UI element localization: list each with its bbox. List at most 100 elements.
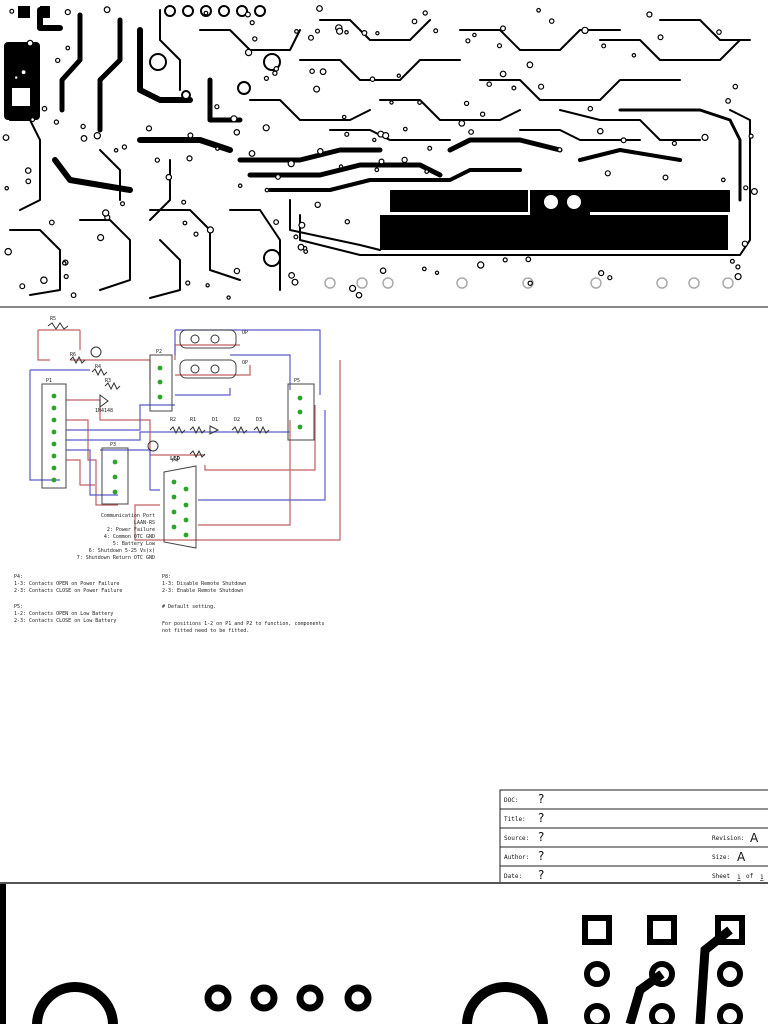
via-pad: [13, 75, 19, 80]
note-p4-heading: P4:: [14, 574, 23, 580]
via-pad: [185, 280, 191, 286]
connector-p1-label: P1: [46, 378, 52, 384]
diode-d1-label: D1: [212, 417, 218, 423]
via-pad: [248, 150, 256, 157]
via-pad: [631, 52, 637, 58]
title-block-date-value: ?: [538, 868, 544, 882]
via-pad: [40, 276, 48, 285]
note-footer-1: For positions 1-2 on P1 and P2 to functi…: [162, 621, 325, 627]
via-pad: [344, 131, 350, 137]
via-pad: [2, 134, 10, 142]
via-pad: [9, 8, 15, 14]
via-pad: [298, 221, 306, 229]
via-pad: [294, 29, 299, 34]
via-pad: [548, 18, 555, 24]
via-pad: [372, 137, 377, 143]
diode-d3-label: D3: [256, 417, 262, 423]
title-block-sheet-label: Sheet: [712, 873, 730, 880]
via-pad: [63, 273, 69, 280]
via-pad: [30, 117, 36, 123]
via-pad: [369, 76, 376, 83]
note-p5-line-2: 2-3: Contacts CLOSE on Low Battery: [14, 618, 116, 624]
led-label: LED: [170, 456, 181, 462]
via-pad: [214, 104, 220, 110]
via-pad: [215, 146, 220, 151]
comm-port-line-3: 5: Battery Low: [113, 541, 156, 547]
via-pad: [80, 134, 88, 142]
note-p8-heading: P8:: [162, 574, 171, 580]
note-p8-line-2: 2-3: Enable Remote Shutdown: [162, 588, 243, 594]
via-pad: [303, 249, 309, 255]
via-pad: [417, 100, 423, 105]
via-pad: [113, 148, 119, 153]
via-pad: [65, 45, 71, 51]
via-pad: [70, 292, 77, 299]
via-pad: [479, 111, 486, 117]
via-pad: [181, 199, 187, 205]
via-pad: [206, 226, 214, 234]
title-block-size-label: Size:: [712, 854, 730, 861]
via-pad: [119, 201, 125, 207]
title-block-author-value: ?: [538, 849, 544, 863]
via-pad: [502, 257, 508, 263]
via-pad: [273, 66, 280, 72]
via-pad: [525, 256, 532, 263]
via-pad: [262, 124, 270, 132]
comm-port-model: LAAN-RS: [134, 520, 155, 526]
via-pad: [743, 185, 749, 191]
via-pad: [463, 100, 470, 107]
title-block-date-label: Date:: [504, 873, 522, 880]
title-block-source-value: ?: [538, 830, 544, 844]
via-pad: [308, 34, 315, 41]
via-pad: [732, 83, 739, 90]
via-pad: [313, 85, 321, 93]
via-pad: [291, 278, 299, 286]
via-pad: [237, 183, 243, 189]
via-pad: [344, 218, 350, 225]
via-pad: [316, 5, 323, 12]
title-block-title-label: Title:: [504, 816, 526, 823]
via-pad: [20, 69, 27, 76]
via-pad: [26, 39, 34, 47]
via-pad: [402, 126, 408, 132]
via-pad: [741, 240, 749, 247]
via-pad: [121, 144, 128, 150]
via-pad: [511, 85, 517, 91]
via-pad: [244, 11, 251, 18]
via-pad: [427, 145, 433, 151]
via-pad: [272, 70, 278, 76]
title-block-revision-label: Revision:: [712, 835, 745, 842]
connector-p4-label: P4: [172, 458, 178, 464]
via-pad: [374, 167, 380, 173]
via-pad: [389, 100, 394, 105]
optocoupler-1-label: OP: [242, 330, 248, 336]
via-pad: [379, 267, 387, 275]
via-pad: [433, 28, 439, 34]
resistor-r4-label: R4: [95, 364, 101, 370]
via-pad: [275, 174, 281, 180]
diode-d2-label: D2: [234, 417, 240, 423]
via-pad: [273, 219, 280, 226]
via-pad: [314, 201, 321, 208]
via-pad: [103, 6, 111, 14]
via-pad: [671, 140, 678, 146]
via-pad: [587, 105, 594, 112]
via-pad: [19, 283, 26, 290]
via-pad: [424, 169, 430, 175]
via-pad: [264, 187, 270, 193]
via-pad: [422, 10, 428, 16]
via-pad: [55, 57, 61, 64]
via-pad: [657, 34, 664, 41]
via-pad: [725, 97, 731, 104]
via-pad: [93, 131, 102, 140]
via-pad: [48, 219, 55, 226]
title-block-sheet-total: 1: [760, 874, 764, 881]
via-pad: [355, 291, 363, 299]
via-pad: [735, 264, 741, 270]
via-pad: [205, 283, 210, 288]
via-pad: [378, 158, 385, 165]
pcb-layout-panel: [0, 0, 768, 308]
via-pad: [401, 156, 408, 164]
comm-port-line-1: 2: Power Failure: [107, 527, 155, 533]
title-block-revision-value: A: [750, 831, 759, 845]
